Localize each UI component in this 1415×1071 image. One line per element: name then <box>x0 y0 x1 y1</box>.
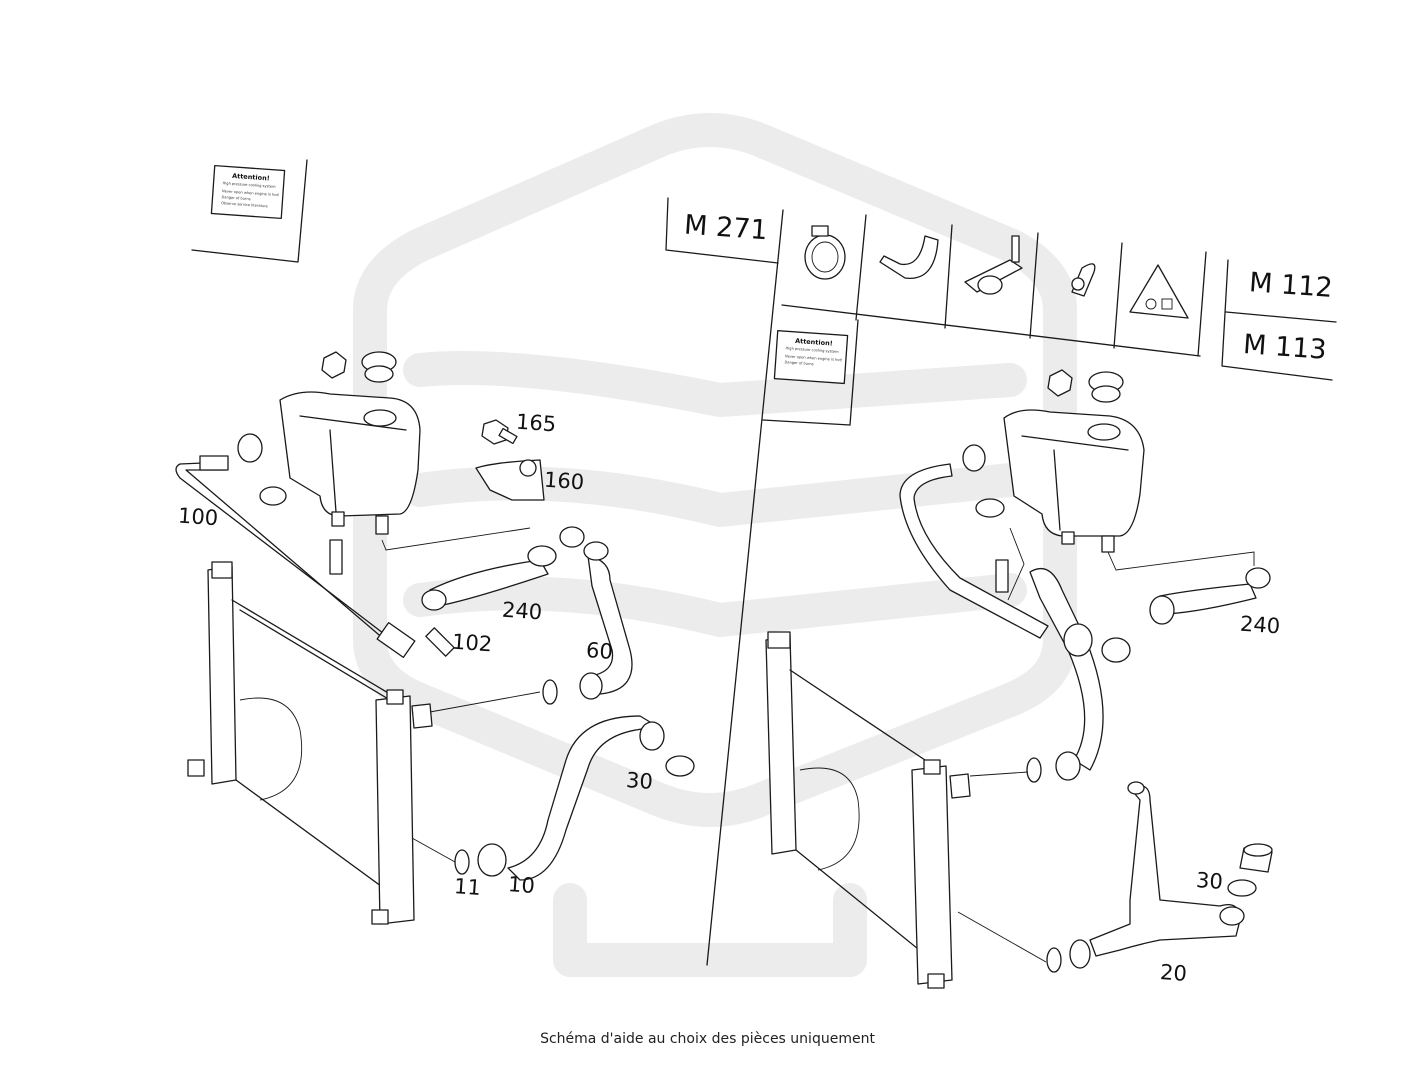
callout-60: 60 <box>585 638 613 664</box>
label-line-3: Observe service literature <box>221 201 269 208</box>
radiator-left <box>187 561 433 925</box>
o-ring-11 <box>454 849 470 875</box>
hose-240-left <box>421 545 557 611</box>
callouts-right: 240 30 20 <box>1159 612 1281 986</box>
leader-240 <box>381 527 531 551</box>
watermark-logo <box>353 113 1077 977</box>
leader-240-right <box>1107 551 1255 571</box>
footnote: Schéma d'aide au choix des pièces unique… <box>540 1031 875 1047</box>
clamp-right-mid <box>1101 637 1131 663</box>
leader-mid <box>429 691 541 713</box>
leader-11 <box>411 837 456 863</box>
label-line-1: Never open when engine is hot! <box>222 189 280 197</box>
callout-165: 165 <box>515 410 557 437</box>
callout-100: 100 <box>177 503 219 530</box>
clamp-30-right <box>1227 879 1257 897</box>
bypass-hose-right <box>899 463 1049 639</box>
callout-240: 240 <box>501 598 543 625</box>
leader-sensor-right <box>1007 527 1025 601</box>
hose-end-right <box>1239 843 1273 873</box>
warning-label-left: Attention! High pressure cooling system … <box>191 159 308 263</box>
clamp-30-left <box>665 755 695 777</box>
o-ring-left-mid <box>542 679 558 705</box>
radiator-cap-left <box>361 351 397 383</box>
engine-code-m271: M 271 <box>683 210 768 247</box>
bracket-160 <box>475 459 545 501</box>
radiator-right <box>765 631 971 989</box>
hose-20-right <box>1069 781 1245 969</box>
bracket-clip-icon <box>964 235 1023 295</box>
callout-240-right: 240 <box>1239 612 1281 639</box>
callout-102: 102 <box>451 630 493 657</box>
hose-clamp-icon <box>804 225 846 280</box>
leader-right-low <box>957 911 1047 963</box>
callout-11: 11 <box>453 874 481 900</box>
expansion-tank-right <box>1003 409 1145 553</box>
right-assembly <box>765 369 1273 989</box>
hose-10-left <box>477 715 665 881</box>
engine-box-m112-m113: M 112 M 113 <box>1221 259 1337 381</box>
callout-30: 30 <box>625 768 653 794</box>
callout-160: 160 <box>543 468 585 495</box>
bolt-165 <box>481 419 518 445</box>
left-assembly <box>175 351 695 925</box>
sensor-line-100 <box>175 455 416 659</box>
o-ring-left-top <box>559 526 585 548</box>
expansion-tank-left <box>279 391 421 535</box>
hose-60-left <box>579 541 633 700</box>
label-subheading-right: High pressure cooling system <box>785 346 839 354</box>
clip-icon <box>879 235 939 279</box>
sensor-left <box>329 539 343 575</box>
o-ring-right-low <box>1046 947 1062 973</box>
clamp-right-small-b <box>975 498 1005 518</box>
accessory-icon-strip: Attention! High pressure cooling system … <box>762 214 1207 426</box>
hook-clip-icon <box>1071 263 1096 297</box>
warning-triangle-icon <box>1129 264 1189 319</box>
label-line-2-right: Danger of burns <box>784 360 813 366</box>
o-ring-right-mid <box>1026 757 1042 783</box>
leader-right-mid <box>969 771 1029 777</box>
connector-102 <box>425 627 455 657</box>
clamp-left-small <box>237 433 287 506</box>
engine-code-m113: M 113 <box>1242 329 1327 366</box>
callout-10: 10 <box>507 872 535 898</box>
callout-20-right: 20 <box>1159 960 1187 986</box>
label-heading: Attention! <box>232 172 270 183</box>
hose-240-right <box>1149 567 1271 625</box>
label-line-2: Danger of burns <box>221 195 250 201</box>
nut-right <box>1047 369 1073 397</box>
callout-30-right: 30 <box>1195 868 1223 894</box>
engine-box-m271: M 271 <box>665 197 779 264</box>
sensor-right <box>995 559 1009 593</box>
nut-left <box>321 351 347 379</box>
section-divider <box>706 209 784 966</box>
radiator-cap-right <box>1088 371 1124 403</box>
hose-60-right <box>1029 567 1104 781</box>
engine-code-m112: M 112 <box>1248 267 1333 304</box>
label-line-1-right: Never open when engine is hot! <box>785 354 843 362</box>
clamp-right-small-a <box>962 444 986 472</box>
label-heading-right: Attention! <box>795 337 833 348</box>
label-subheading: High pressure cooling system <box>222 181 276 189</box>
callouts-left: 100 165 160 240 102 60 30 11 10 <box>177 410 653 900</box>
warning-label-right: Attention! High pressure cooling system … <box>773 330 849 385</box>
